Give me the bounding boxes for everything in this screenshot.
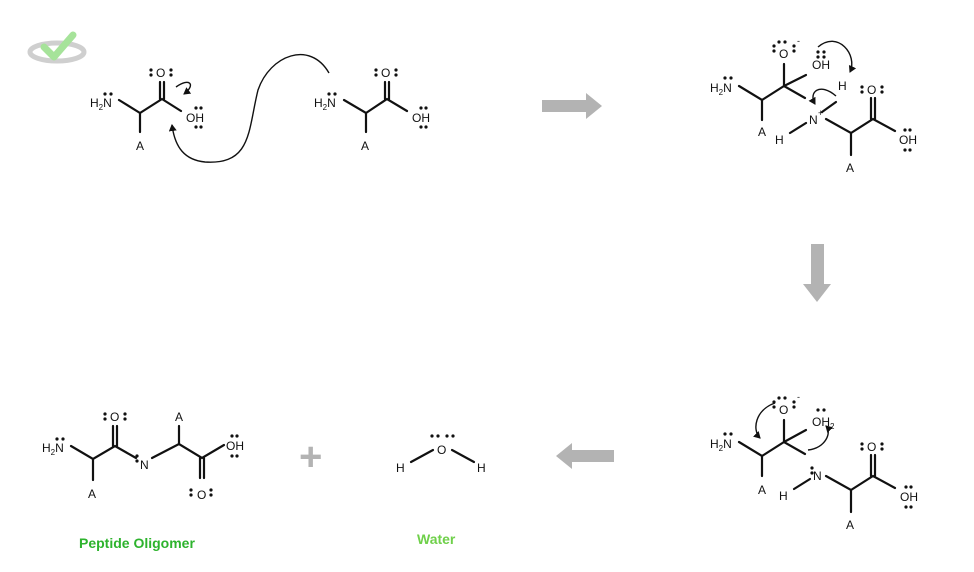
checkmark-logo-icon — [27, 31, 87, 64]
hydroxyl-label: OH — [812, 58, 830, 72]
carbonyl-oxygen-label: O — [867, 440, 876, 454]
negative-charge-label: - — [797, 36, 800, 46]
hydrogen-label: H — [838, 79, 847, 93]
hydrogen-label: H — [775, 133, 784, 147]
carbonyl-oxygen-label: O — [381, 66, 390, 80]
water-molecule: O H H — [396, 434, 486, 475]
amide-nitrogen-label: N — [140, 458, 149, 472]
carbonyl-oxygen-label: O — [867, 83, 876, 97]
hydroxyl-label: OH — [412, 111, 430, 125]
hydrogen-label: H — [477, 461, 486, 475]
positive-charge-label: + — [818, 108, 823, 118]
hydroxyl-label: OH — [900, 490, 918, 504]
hydrogen-label: H — [779, 489, 788, 503]
water-oxygen-label: O — [437, 443, 446, 457]
product-caption: Peptide Oligomer — [79, 535, 195, 551]
arrow-left-icon — [556, 443, 614, 469]
amide-nitrogen-label: N — [813, 469, 822, 483]
peptide-product: H2N O N O OH A A — [42, 410, 244, 502]
hydroxyl-label: OH — [186, 111, 204, 125]
amine-label: H2N — [42, 441, 64, 457]
carbonyl-oxygen-label: O — [197, 488, 206, 502]
side-chain-label: A — [846, 518, 854, 532]
ammonium-nitrogen-label: N — [809, 113, 818, 127]
hydroxyl-label: OH — [899, 133, 917, 147]
hydroxyl-label: OH — [226, 439, 244, 453]
amine-label: H2N — [710, 81, 732, 97]
amino-acid-2: H2N O OH A — [168, 53, 430, 163]
side-chain-label: A — [758, 483, 766, 497]
side-chain-label: A — [758, 125, 766, 139]
plus-sign: + — [299, 435, 322, 479]
water-caption: Water — [417, 531, 456, 547]
side-chain-label: A — [361, 139, 369, 153]
alkoxide-oxygen-label: O — [779, 403, 788, 417]
side-chain-label: A — [175, 410, 183, 424]
amine-label: H2N — [90, 96, 112, 112]
side-chain-label: A — [846, 161, 854, 175]
amine-label: H2N — [314, 96, 336, 112]
carbonyl-oxygen-label: O — [110, 410, 119, 424]
side-chain-label: A — [136, 139, 144, 153]
tetrahedral-intermediate: H2N O - OH N + H H O OH A A — [710, 36, 917, 175]
amine-label: H2N — [710, 437, 732, 453]
alkoxide-oxygen-label: O — [779, 47, 788, 61]
negative-charge-label: - — [797, 392, 800, 402]
arrow-down-icon — [803, 244, 831, 302]
protonated-intermediate: H2N O - OH2 N H O OH A A — [710, 392, 918, 532]
arrow-right-icon — [542, 93, 602, 119]
side-chain-label: A — [88, 487, 96, 501]
water-leaving-group-label: OH2 — [812, 415, 835, 431]
hydrogen-label: H — [396, 461, 405, 475]
carbonyl-oxygen-label: O — [156, 66, 165, 80]
amino-acid-1: H2N O OH A — [90, 66, 204, 153]
